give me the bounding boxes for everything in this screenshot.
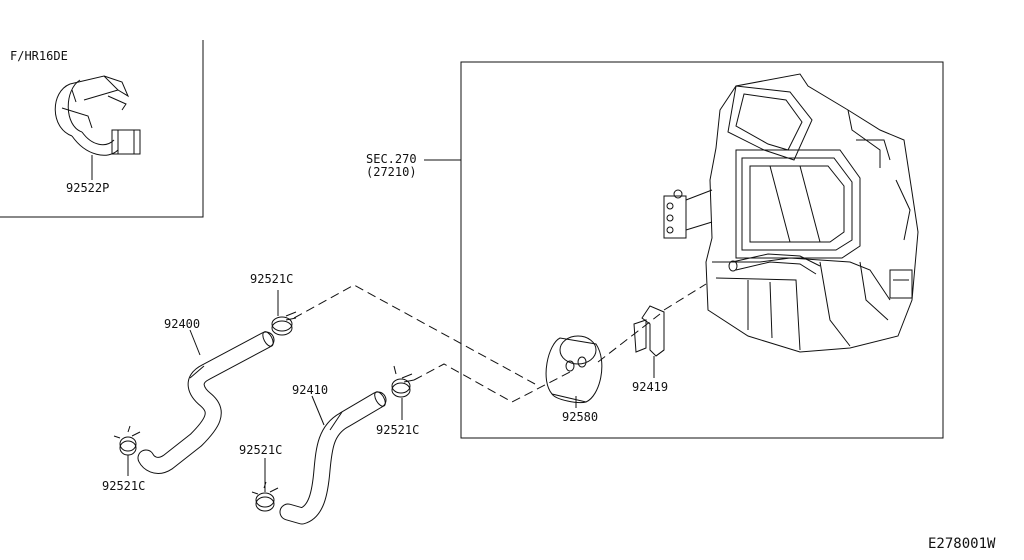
label-sec-27210: (27210): [366, 165, 417, 179]
label-92522p: 92522P: [66, 181, 109, 195]
clamp-top: [271, 311, 297, 336]
heater-unit-frame: [460, 61, 944, 439]
clamp-mid: [391, 365, 415, 398]
clamp-bottom: [251, 481, 279, 512]
label-92410: 92410: [292, 383, 328, 397]
hose-92410: [279, 391, 387, 525]
label-92400: 92400: [164, 317, 200, 331]
clamp-left: [113, 425, 141, 456]
label-clamp-top: 92521C: [250, 272, 293, 286]
label-clamp-left: 92521C: [102, 479, 145, 493]
routing-lines: [293, 283, 707, 403]
hose-92400: [137, 331, 275, 474]
label-sec-270: SEC.270: [366, 152, 417, 166]
label-92419: 92419: [632, 380, 668, 394]
label-92580: 92580: [562, 410, 598, 424]
label-clamp-bottom: 92521C: [239, 443, 282, 457]
diagram-id: E278001W: [928, 536, 996, 552]
bracket-92419: [633, 305, 665, 357]
heater-unit-assembly: [663, 73, 919, 353]
inset-panel: F/HR16DE 92522P: [0, 40, 204, 218]
clip-92522p-drawing: [54, 75, 141, 156]
inset-title: F/HR16DE: [10, 49, 68, 63]
label-clamp-mid: 92521C: [376, 423, 419, 437]
grommet-92580: [545, 335, 603, 403]
